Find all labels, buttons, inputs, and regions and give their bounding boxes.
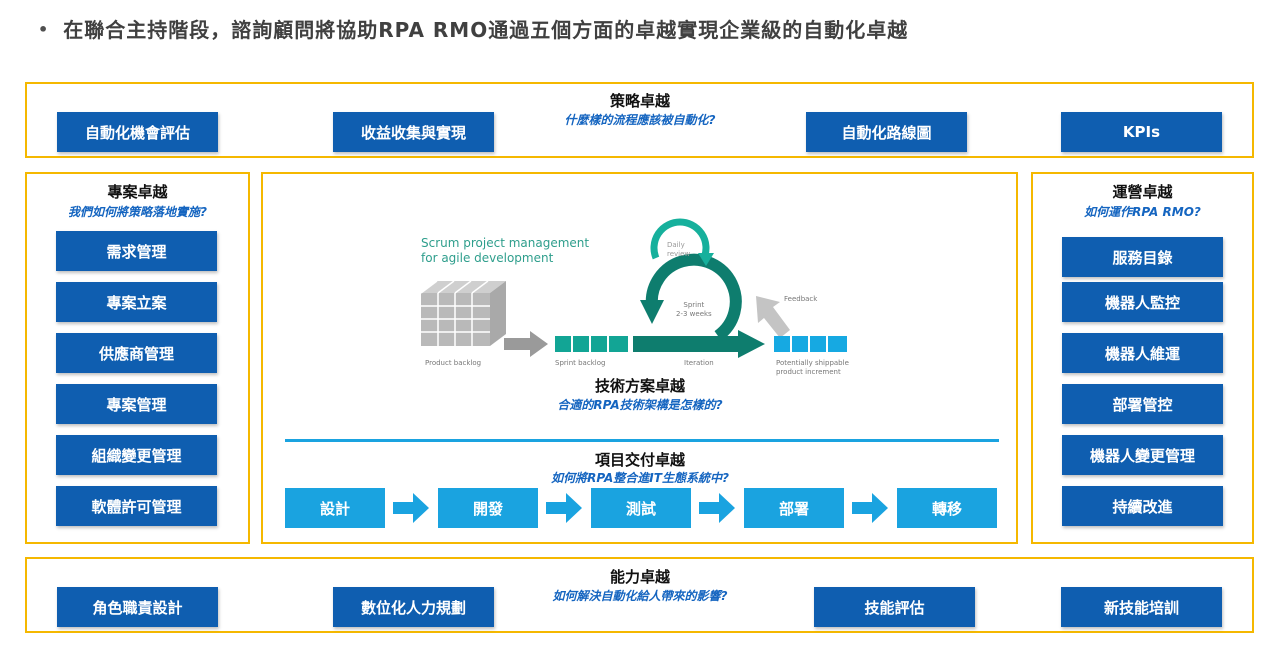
capability-subtitle: 如何解決自動化給人帶來的影響? [552,589,728,603]
daily-review-line1: Daily [667,241,685,249]
capability-button-training[interactable]: 新技能培訓 [1061,587,1222,627]
project-frame [25,172,250,544]
operations-button-catalog[interactable]: 服務目錄 [1062,237,1223,277]
strategy-frame [25,82,1254,158]
operations-button-monitoring[interactable]: 機器人監控 [1062,282,1223,322]
delivery-step-deploy[interactable]: 部署 [744,488,844,528]
arrow-right-icon [699,493,735,523]
project-title: 專案卓越 [107,183,168,201]
increment-line1: Potentially shippable [776,359,849,367]
sprint-line2: 2-3 weeks [676,310,712,318]
capability-frame [25,557,1254,633]
capability-button-workforce[interactable]: 數位化人力規劃 [333,587,494,627]
daily-review-line2: review [667,250,691,258]
headline: • 在聯合主持階段，諮詢顧問將協助RPA RMO通過五個方面的卓越實現企業級的自動… [38,14,908,43]
increment-line2: product increment [776,368,841,376]
center-frame [261,172,1018,544]
arrow-right-icon [852,493,888,523]
project-button-vendor[interactable]: 供應商管理 [56,333,217,373]
scrum-title-line2: for agile development [421,251,554,265]
operations-frame [1031,172,1254,544]
headline-text: 在聯合主持階段，諮詢顧問將協助RPA RMO通過五個方面的卓越實現企業級的自動化… [63,18,909,42]
project-button-change[interactable]: 組織變更管理 [56,435,217,475]
feedback-label: Feedback [784,295,818,303]
technical-subtitle: 合適的RPA技術架構是怎樣的? [557,398,723,412]
iteration-label: Iteration [684,359,714,367]
scrum-title-line1: Scrum project management [421,236,590,250]
strategy-button-opportunity[interactable]: 自動化機會評估 [57,112,218,152]
operations-button-deployment[interactable]: 部署管控 [1062,384,1223,424]
section-divider [285,439,999,442]
strategy-subtitle: 什麼樣的流程應該被自動化? [564,113,716,127]
delivery-step-transfer[interactable]: 轉移 [897,488,997,528]
capability-button-skills[interactable]: 技能評估 [814,587,975,627]
arrow-right-icon [393,493,429,523]
project-subtitle: 我們如何將策略落地實施? [68,205,207,219]
strategy-title: 策略卓越 [609,92,670,110]
product-backlog-label: Product backlog [425,359,482,367]
operations-title: 運營卓越 [1112,183,1173,201]
sprint-line1: Sprint [683,301,705,309]
bullet-icon: • [38,20,50,39]
strategy-button-kpis[interactable]: KPIs [1061,112,1222,152]
operations-subtitle: 如何運作RPA RMO? [1084,205,1201,219]
operations-button-improvement[interactable]: 持續改進 [1062,486,1223,526]
arrow-right-icon [546,493,582,523]
project-button-management[interactable]: 專案管理 [56,384,217,424]
operations-button-change[interactable]: 機器人變更管理 [1062,435,1223,475]
sprint-backlog-label: Sprint backlog [555,359,606,367]
capability-title: 能力卓越 [609,568,670,586]
delivery-step-test[interactable]: 測試 [591,488,691,528]
delivery-title: 項目交付卓越 [594,451,685,469]
technical-title: 技術方案卓越 [594,377,685,395]
daily-review-label: Daily review [667,241,690,259]
operations-button-maintenance[interactable]: 機器人維運 [1062,333,1223,373]
strategy-button-roadmap[interactable]: 自動化路線圖 [806,112,967,152]
project-button-initiation[interactable]: 專案立案 [56,282,217,322]
project-button-license[interactable]: 軟體許可管理 [56,486,217,526]
delivery-step-develop[interactable]: 開發 [438,488,538,528]
product-increment-label: Potentially shippable product increment [776,359,849,377]
capability-button-roles[interactable]: 角色職責設計 [57,587,218,627]
delivery-step-design[interactable]: 設計 [285,488,385,528]
scrum-title: Scrum project management for agile devel… [421,236,589,266]
strategy-button-benefits[interactable]: 收益收集與實現 [333,112,494,152]
sprint-label: Sprint 2-3 weeks [676,301,712,319]
delivery-subtitle: 如何將RPA整合進IT生態系統中? [551,471,729,485]
project-button-requirements[interactable]: 需求管理 [56,231,217,271]
